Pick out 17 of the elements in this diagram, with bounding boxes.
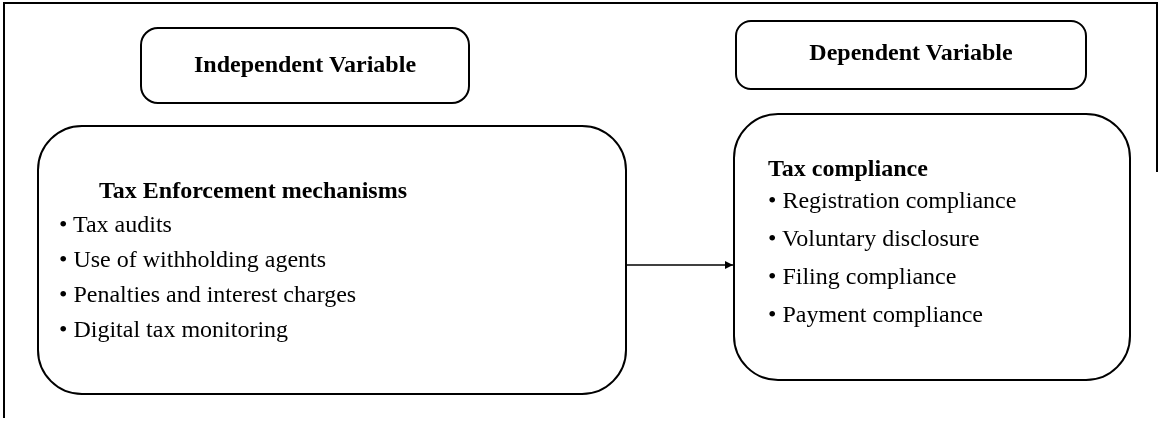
bullet-item: • Registration compliance	[768, 187, 1017, 214]
heading-text: Independent Variable	[192, 51, 418, 78]
bullet-item: • Filing compliance	[768, 263, 958, 290]
bullet-item: • Penalties and interest charges	[59, 281, 357, 308]
bullet-item: • Voluntary disclosure	[768, 225, 981, 252]
heading-box	[140, 27, 470, 104]
variable-box	[37, 125, 627, 395]
heading-text: Tax Enforcement mechanisms	[99, 177, 407, 204]
heading-text: Dependent Variable	[808, 39, 1014, 66]
bullet-item: • Digital tax monitoring	[59, 316, 290, 343]
bullet-item: • Use of withholding agents	[59, 246, 328, 273]
bullet-item: • Tax audits	[59, 211, 173, 238]
heading-text: Tax compliance	[768, 155, 928, 182]
bullet-item: • Payment compliance	[768, 301, 984, 328]
variable-box	[733, 113, 1131, 381]
arrow	[626, 261, 734, 269]
heading-box	[735, 20, 1087, 90]
